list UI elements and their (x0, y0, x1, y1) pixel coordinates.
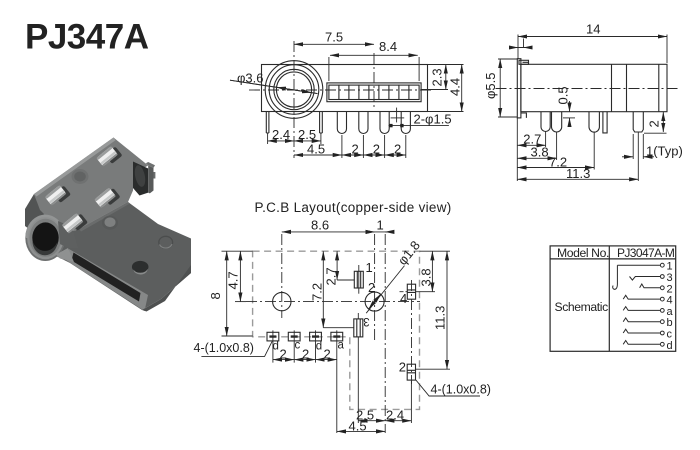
svg-text:2.3: 2.3 (430, 68, 445, 86)
svg-text:Schematic: Schematic (555, 300, 609, 314)
svg-text:4.4: 4.4 (448, 78, 463, 96)
svg-text:a: a (338, 340, 345, 352)
svg-text:2: 2 (647, 120, 662, 127)
svg-text:0.5: 0.5 (556, 86, 571, 104)
svg-text:1: 1 (366, 260, 373, 275)
svg-text:7.2: 7.2 (549, 155, 567, 170)
svg-text:2: 2 (394, 142, 401, 157)
svg-text:2: 2 (373, 142, 380, 157)
svg-text:4-(1.0x0.8): 4-(1.0x0.8) (194, 341, 254, 355)
svg-text:2: 2 (667, 283, 673, 295)
svg-text:2-φ1.5: 2-φ1.5 (414, 112, 452, 127)
svg-text:8: 8 (208, 292, 223, 299)
svg-text:1: 1 (667, 261, 673, 273)
svg-text:a: a (667, 306, 674, 318)
svg-text:2.7: 2.7 (523, 132, 541, 147)
svg-text:2: 2 (368, 280, 375, 295)
svg-text:1: 1 (377, 218, 384, 233)
svg-text:2: 2 (399, 360, 406, 375)
svg-text:2: 2 (280, 347, 287, 362)
svg-text:PJ347A: PJ347A (25, 18, 149, 57)
svg-text:8.4: 8.4 (379, 39, 397, 54)
svg-text:11.3: 11.3 (433, 306, 448, 330)
svg-text:P.C.B Layout(copper-side view): P.C.B Layout(copper-side view) (255, 200, 452, 215)
svg-text:2: 2 (352, 142, 359, 157)
svg-text:1(Typ): 1(Typ) (646, 144, 683, 159)
svg-text:11.3: 11.3 (566, 166, 590, 181)
svg-text:7.2: 7.2 (310, 283, 325, 301)
svg-text:2.5: 2.5 (298, 127, 316, 142)
svg-text:4.7: 4.7 (226, 271, 241, 289)
svg-text:2.4: 2.4 (272, 127, 290, 142)
svg-text:2: 2 (324, 347, 331, 362)
svg-text:PJ3047A-M: PJ3047A-M (617, 246, 675, 260)
svg-text:3.8: 3.8 (531, 145, 549, 160)
svg-text:3.8: 3.8 (419, 268, 434, 286)
svg-text:2: 2 (302, 347, 309, 362)
svg-text:d: d (316, 341, 322, 353)
svg-text:d: d (667, 340, 673, 352)
svg-text:φ1.8: φ1.8 (395, 238, 423, 268)
svg-text:7.5: 7.5 (325, 30, 343, 45)
svg-text:2.7: 2.7 (324, 267, 339, 285)
svg-text:φ5.5: φ5.5 (483, 72, 498, 99)
svg-text:4.5: 4.5 (307, 142, 325, 157)
svg-text:8.6: 8.6 (311, 218, 329, 233)
svg-text:14: 14 (586, 22, 600, 37)
svg-text:b: b (667, 317, 673, 329)
svg-text:3: 3 (363, 315, 369, 327)
svg-text:d: d (273, 341, 279, 353)
svg-text:c: c (295, 340, 301, 352)
svg-text:Model No.: Model No. (557, 246, 609, 260)
svg-text:2.4: 2.4 (386, 408, 404, 423)
svg-text:4: 4 (667, 295, 673, 307)
svg-text:c: c (667, 329, 673, 341)
svg-text:3: 3 (667, 272, 673, 284)
svg-text:2.5: 2.5 (356, 408, 374, 423)
svg-text:4.5: 4.5 (349, 419, 367, 434)
svg-text:4-(1.0x0.8): 4-(1.0x0.8) (431, 383, 491, 397)
svg-text:4: 4 (400, 291, 407, 306)
svg-text:φ3.6: φ3.6 (237, 71, 264, 86)
